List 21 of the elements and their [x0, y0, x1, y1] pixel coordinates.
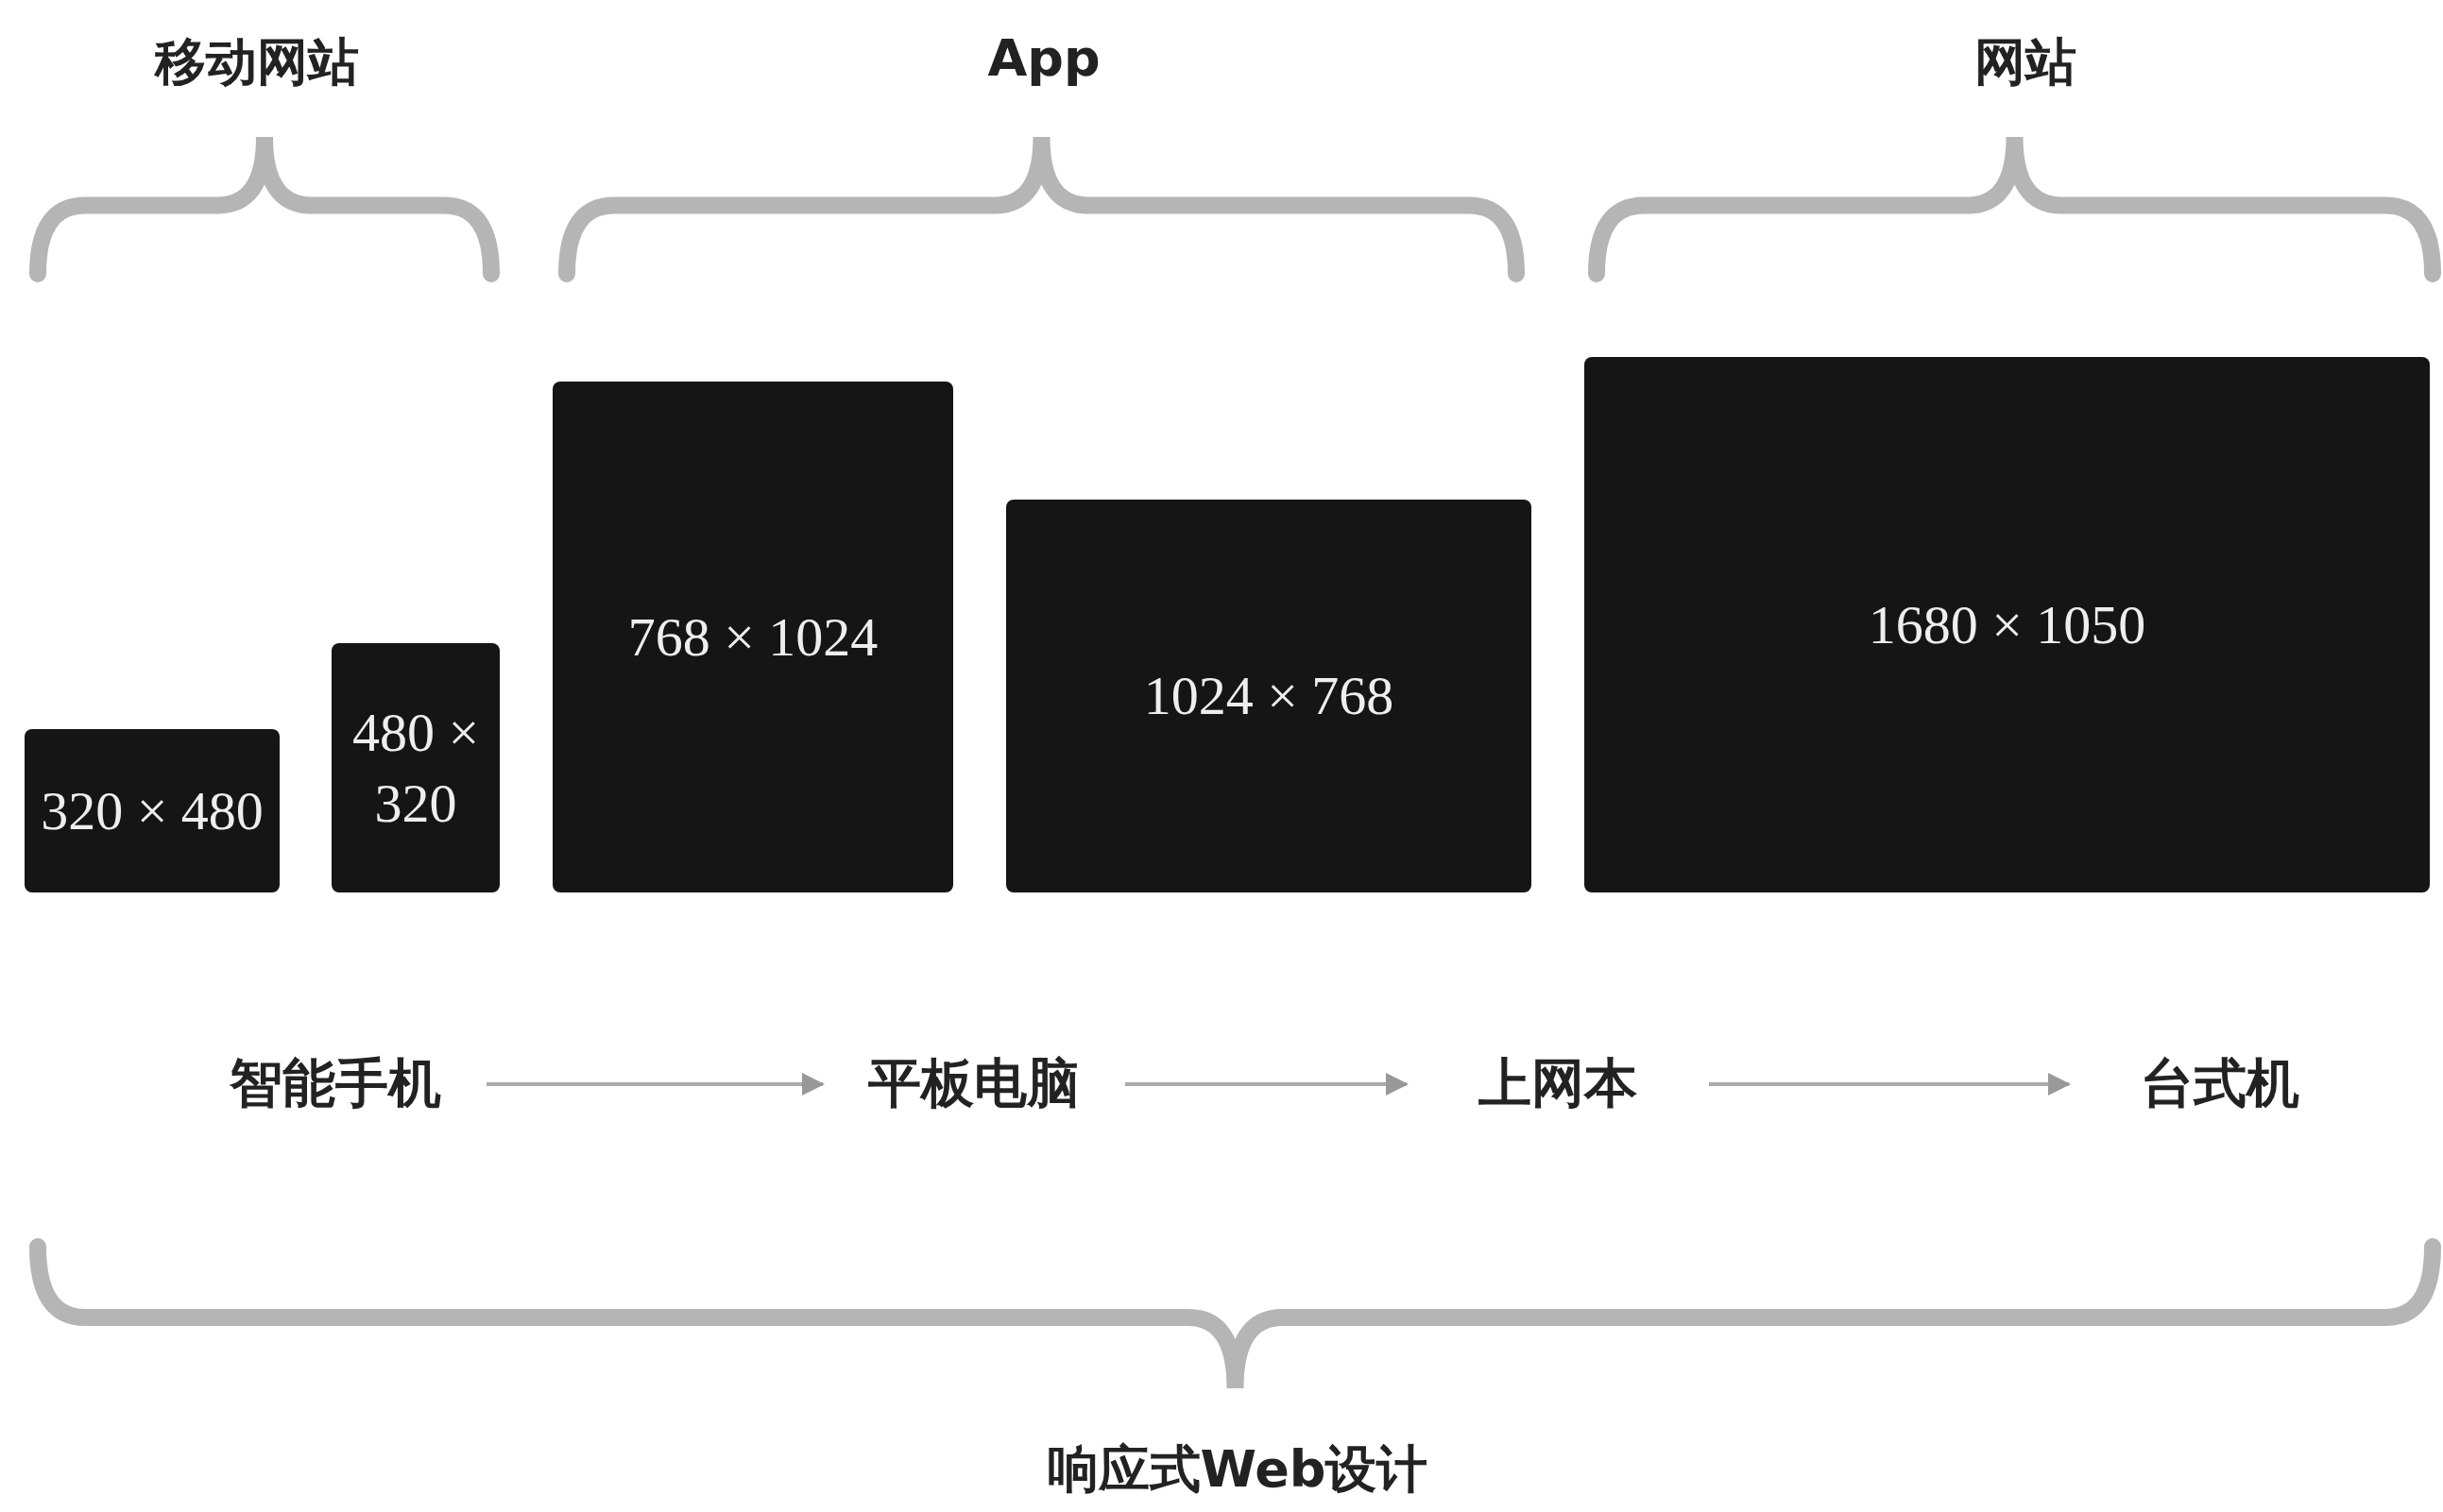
group-heading: App: [987, 28, 1101, 88]
arrow: [1709, 1073, 2071, 1096]
device-name: 上网本: [1416, 1048, 1700, 1120]
screen-resolution: 320 × 480: [41, 778, 264, 843]
screen-size-box: [332, 643, 500, 892]
screen-size-box: [1006, 500, 1531, 892]
screen-resolution: 1680 × 1050: [1868, 592, 2146, 657]
screen-resolution: 1024 × 768: [1143, 664, 1394, 729]
arrow: [487, 1073, 825, 1096]
group-heading: 网站: [1974, 31, 2076, 93]
group-heading: 移动网站: [155, 31, 359, 93]
device-name: 智能手机: [194, 1048, 477, 1120]
device-name: 平板电脑: [832, 1048, 1116, 1120]
arrow: [1125, 1073, 1409, 1096]
screen-size-box: [553, 382, 953, 892]
screen-size-box: [1584, 357, 2430, 892]
device-name: 台式机: [2078, 1048, 2362, 1120]
screen-size-box: [25, 729, 280, 892]
brace-label: 响应式Web设计: [1047, 1438, 1428, 1501]
screen-resolution: 768 × 1024: [627, 604, 879, 670]
screen-resolution: 480 × 320: [350, 700, 481, 836]
